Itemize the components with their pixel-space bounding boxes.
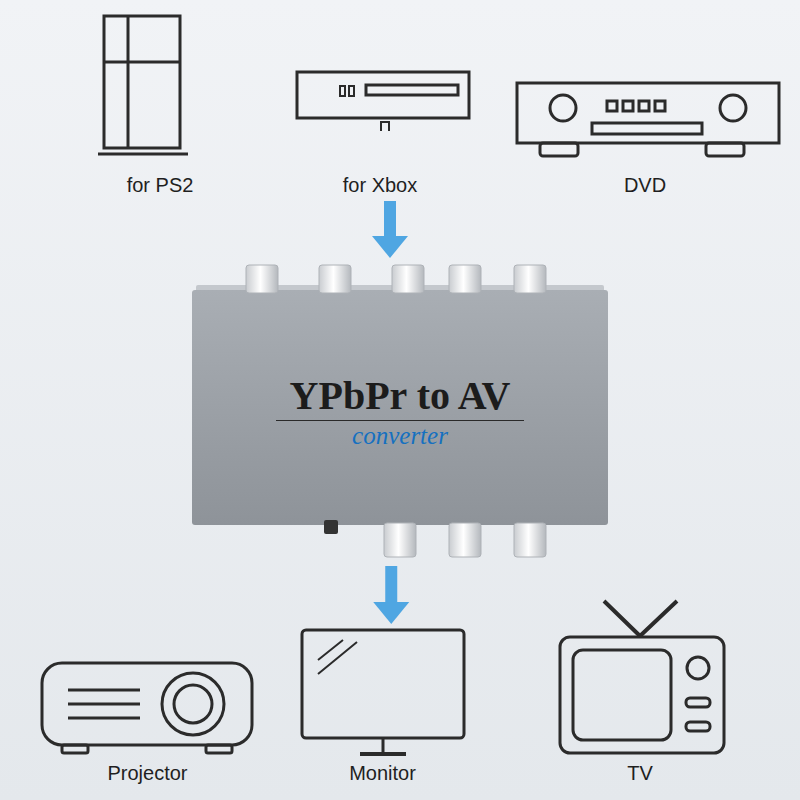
rca-jack — [514, 523, 546, 557]
converter-device — [192, 265, 608, 557]
projector-icon — [42, 663, 252, 753]
node-label: for Xbox — [343, 174, 417, 197]
rca-jack — [319, 265, 351, 293]
node-subtitle: converter — [352, 421, 448, 451]
tv-body — [560, 637, 724, 753]
console-body — [104, 16, 180, 148]
tv-icon — [560, 601, 724, 753]
rca-jack — [449, 523, 481, 557]
monitor-base — [360, 752, 406, 756]
button — [655, 101, 665, 111]
device-label-box: Projector — [35, 650, 260, 785]
node-label: Projector — [107, 762, 187, 785]
projector-foot — [62, 745, 88, 753]
lens — [174, 685, 212, 723]
converter-box: YPbPr to AVconverter — [192, 262, 608, 562]
screen-glare — [318, 640, 357, 674]
console-stand — [98, 153, 188, 156]
device-label-box: for PS2 — [100, 10, 220, 197]
device-label-box: TV — [550, 596, 730, 785]
node-label: for PS2 — [127, 174, 194, 197]
arrow-shaft — [385, 566, 397, 603]
arrow-shaft — [384, 201, 396, 237]
disc-slot — [366, 85, 458, 95]
projector-body — [42, 663, 252, 745]
ps2-icon — [98, 16, 188, 154]
node-label: DVD — [624, 174, 666, 197]
rca-jack — [384, 523, 416, 557]
player-foot — [706, 143, 744, 156]
disc-slot — [592, 123, 702, 134]
tv-screen — [573, 650, 671, 740]
button — [349, 86, 354, 96]
box-face — [192, 290, 608, 525]
dvd-icon — [517, 83, 779, 156]
monitor-icon — [302, 630, 464, 754]
node-label: YPbPr to AV — [276, 374, 525, 421]
rca-jack — [449, 265, 481, 293]
node-label: TV — [627, 762, 653, 785]
arrow-head — [372, 236, 408, 258]
signal-arrow — [372, 201, 408, 258]
device-label-box: DVD — [510, 10, 780, 197]
button — [607, 101, 617, 111]
knob — [720, 95, 746, 121]
tv-button — [686, 722, 710, 731]
button — [639, 101, 649, 111]
knob — [550, 95, 576, 121]
projector-foot — [206, 745, 232, 753]
rca-jack — [246, 265, 278, 293]
tv-button — [686, 698, 710, 707]
monitor-screen — [302, 630, 464, 738]
signal-arrow — [373, 566, 409, 624]
lens — [162, 673, 224, 735]
monitor-stand — [382, 738, 385, 752]
button — [623, 101, 633, 111]
tv-knob — [687, 657, 709, 679]
audio-jack — [324, 520, 338, 534]
arrow-head — [373, 602, 409, 624]
vent — [68, 690, 140, 718]
console-divider — [127, 16, 130, 148]
console-foot — [381, 122, 389, 131]
node-label: Monitor — [349, 762, 416, 785]
rca-jack — [392, 265, 424, 293]
player-body — [517, 83, 779, 143]
player-foot — [540, 143, 578, 156]
xbox-icon — [297, 72, 469, 131]
device-label-box: Monitor — [295, 628, 470, 785]
device-label-box: for Xbox — [290, 10, 470, 197]
antenna — [604, 601, 677, 636]
console-divider — [104, 61, 180, 64]
console-body — [297, 72, 469, 118]
button — [340, 86, 345, 96]
rca-jack — [514, 265, 546, 293]
